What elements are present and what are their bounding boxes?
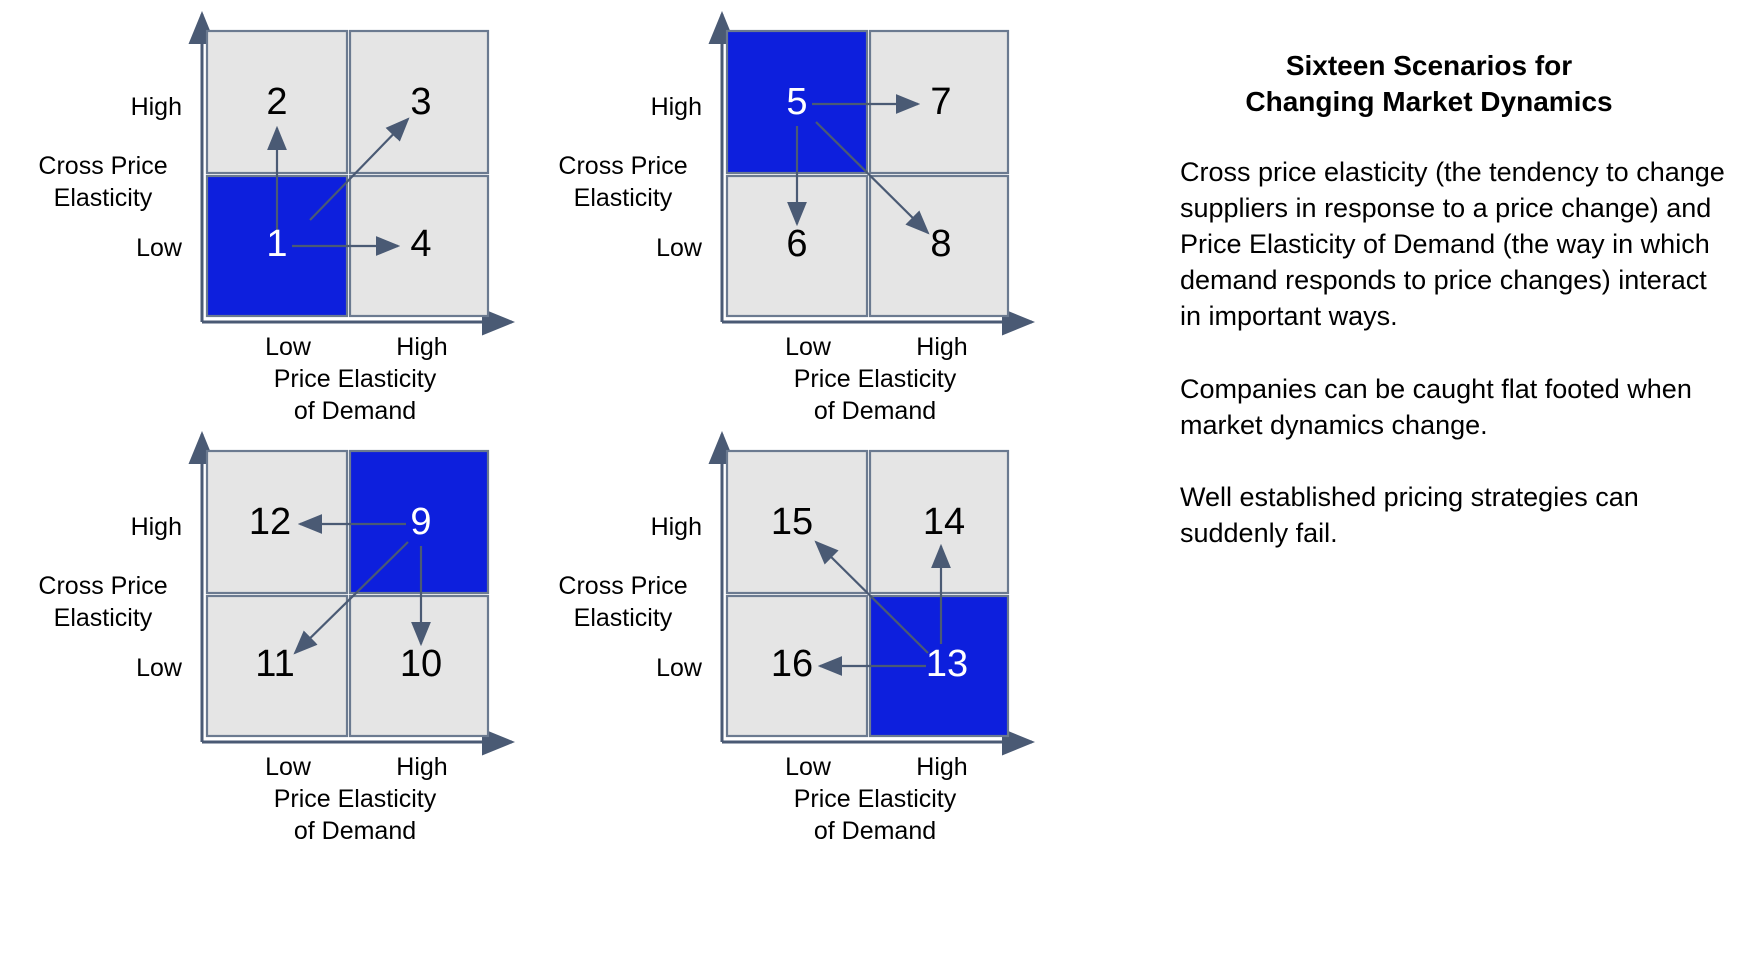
matrix-cell-7-label: 7 [930,81,951,123]
panel-title-line2: Changing Market Dynamics [1245,85,1613,117]
y-axis-title-line1: Cross Price [558,572,687,600]
y-tick-high: High [131,93,182,121]
y-axis-title-line2: Elasticity [54,184,153,212]
y-axis-title-line1: Cross Price [38,152,167,180]
matrix-cell-5-label: 5 [786,81,807,123]
x-tick-low: Low [265,333,312,361]
x-axis-title-line1: Price Elasticity [794,365,957,393]
matrix-cell-6-label: 6 [786,223,807,265]
matrix-scenarios-9-12: 12 9 11 10 High Cross Price Elasticity L… [0,420,620,900]
panel-paragraph-1: Cross price elasticity (the tendency to … [1180,156,1725,332]
x-axis-title-line1: Price Elasticity [274,365,437,393]
panel-title-line1: Sixteen Scenarios for [1285,50,1573,81]
commentary-panel: Sixteen Scenarios for Changing Market Dy… [1180,48,1726,551]
matrix-cell-9-label: 9 [410,501,431,543]
matrix-cell-14-label: 14 [923,501,965,543]
x-axis-title-line2: of Demand [294,817,416,845]
matrix-cell-3-label: 3 [410,81,431,123]
y-axis-title-line1: Cross Price [558,152,687,180]
matrix-cell-12-label: 12 [249,501,291,543]
flow-arrow-9-to-11 [293,541,409,655]
matrix-cell-1-label: 1 [266,223,287,265]
y-axis-title-line2: Elasticity [54,604,153,632]
matrix-cell-3[interactable] [348,29,490,175]
x-tick-high: High [396,753,447,781]
matrix-cell-14[interactable] [868,449,1010,595]
matrix-cell-11[interactable] [205,594,349,738]
matrix-cell-16-label: 16 [771,643,813,685]
x-tick-high: High [916,753,967,781]
y-tick-high: High [651,93,702,121]
x-tick-low: Low [265,753,312,781]
matrix-cell-10-label: 10 [400,643,442,685]
y-axis-title-line2: Elasticity [574,604,673,632]
panel-paragraph-2: Companies can be caught flat footed when… [1180,373,1692,440]
x-axis-title-line2: of Demand [814,397,936,425]
matrix-cell-9[interactable] [348,449,490,595]
matrix-cell-13-label: 13 [926,643,968,685]
y-tick-low: Low [136,234,183,262]
matrix-cell-15-label: 15 [771,501,813,543]
y-axis-title-line1: Cross Price [38,572,167,600]
y-tick-low: Low [136,654,183,682]
y-axis-title-line2: Elasticity [574,184,673,212]
matrix-cell-11-label: 11 [255,643,294,685]
flow-arrow-1-to-3 [309,117,410,221]
matrix-cell-10[interactable] [348,594,490,738]
flow-arrow-13-to-15 [814,540,929,654]
x-tick-high: High [916,333,967,361]
matrix-scenarios-1-4: 2 3 1 4 High Cross Price Elasticity Low … [0,0,620,480]
x-axis-title-line2: of Demand [294,397,416,425]
flow-arrow-5-to-8 [815,121,930,235]
y-tick-high: High [131,513,182,541]
matrix-cell-4-label: 4 [410,223,431,265]
x-axis-title-line1: Price Elasticity [274,785,437,813]
matrix-cell-8-label: 8 [930,223,951,265]
y-tick-high: High [651,513,702,541]
x-axis-title-line1: Price Elasticity [794,785,957,813]
matrix-scenarios-5-8: 5 7 6 8 High Cross Price Elasticity Low … [520,0,1140,480]
panel-paragraph-3: Well established pricing strategies can … [1180,481,1639,549]
x-tick-low: Low [785,753,832,781]
x-axis-title-line2: of Demand [814,817,936,845]
matrix-cell-2-label: 2 [266,81,287,123]
x-tick-high: High [396,333,447,361]
y-tick-low: Low [656,654,703,682]
matrix-cell-12[interactable] [205,449,349,595]
matrix-scenarios-13-16: 15 14 16 13 High Cross Price Elasticity … [520,420,1140,900]
matrix-cell-7[interactable] [868,29,1010,175]
y-tick-low: Low [656,234,703,262]
panel-title: Sixteen Scenarios for Changing Market Dy… [1180,48,1726,120]
x-tick-low: Low [785,333,832,361]
